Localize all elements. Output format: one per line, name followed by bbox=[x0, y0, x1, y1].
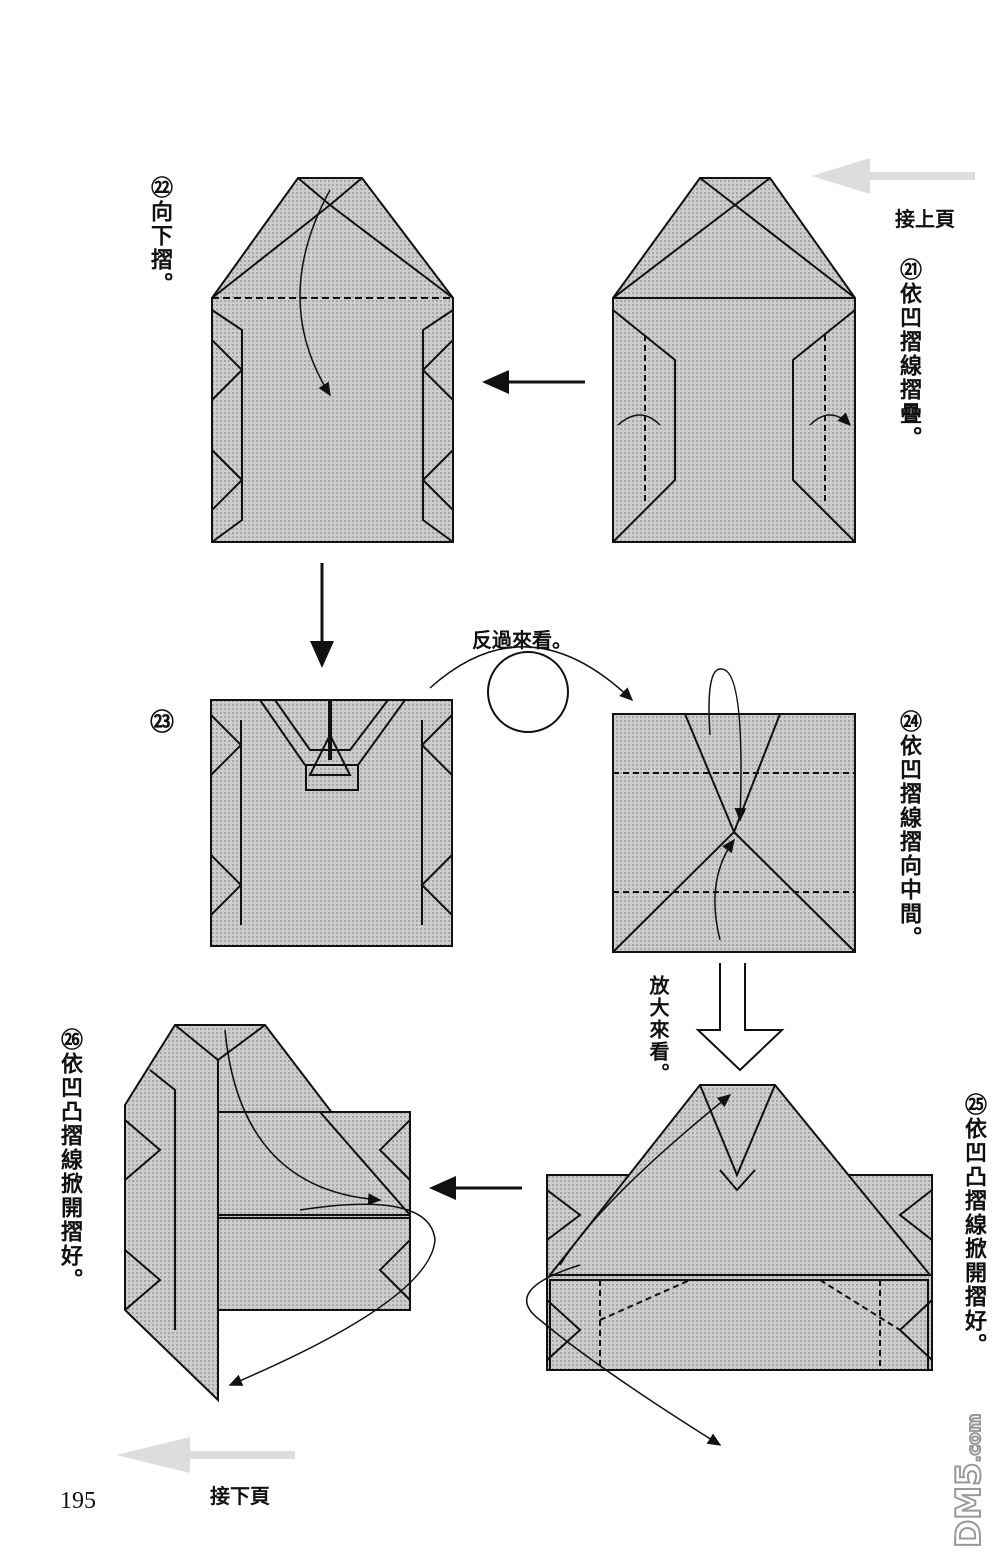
step25-text: 依凹凸摺線掀開摺好。 bbox=[961, 1117, 986, 1357]
step21-instruction: ㉑依凹摺線摺疊。 bbox=[896, 258, 921, 450]
turn-over-symbol bbox=[487, 651, 569, 733]
step22-text: 向下摺。 bbox=[147, 200, 172, 296]
step24-instruction: ㉔依凹摺線摺向中間。 bbox=[896, 710, 921, 950]
zoom-in-arrow bbox=[695, 963, 785, 1072]
step21-text: 依凹摺線摺疊。 bbox=[896, 282, 921, 450]
step24-number: ㉔ bbox=[896, 710, 921, 734]
step26-number: ㉖ bbox=[57, 1028, 82, 1052]
step25-instruction: ㉕依凹凸摺線掀開摺好。 bbox=[961, 1093, 986, 1357]
turn-over-arrow bbox=[429, 646, 634, 702]
svg-text:DM5.com: DM5.com bbox=[949, 1414, 989, 1548]
step24-text: 依凹摺線摺向中間。 bbox=[896, 734, 921, 950]
step24-model bbox=[612, 668, 856, 953]
zoom-in-note: 放大來看。 bbox=[646, 975, 670, 1085]
step22-model bbox=[211, 177, 454, 543]
step25-model bbox=[526, 1084, 933, 1446]
watermark-logo: DM5.com bbox=[948, 1413, 990, 1549]
continue-to-arrow bbox=[116, 1437, 295, 1473]
step25-number: ㉕ bbox=[961, 1093, 986, 1117]
turn-over-note: 反過來看。 bbox=[472, 628, 572, 652]
step23-number: ㉓ bbox=[150, 708, 174, 736]
step26-text: 依凹凸摺線掀開摺好。 bbox=[57, 1052, 82, 1292]
continue-to-label: 接下頁 bbox=[210, 1484, 270, 1508]
continue-from-label: 接上頁 bbox=[895, 207, 955, 231]
step21-model bbox=[612, 177, 855, 543]
step26-model bbox=[124, 1024, 436, 1403]
step21-number: ㉑ bbox=[896, 258, 921, 282]
step22-instruction: ㉒向下摺。 bbox=[147, 176, 172, 296]
step26-instruction: ㉖依凹凸摺線掀開摺好。 bbox=[57, 1028, 82, 1292]
step22-number: ㉒ bbox=[147, 176, 172, 200]
step23-model bbox=[210, 699, 453, 947]
continue-from-arrow bbox=[812, 158, 975, 194]
page-number: 195 bbox=[60, 1488, 96, 1514]
